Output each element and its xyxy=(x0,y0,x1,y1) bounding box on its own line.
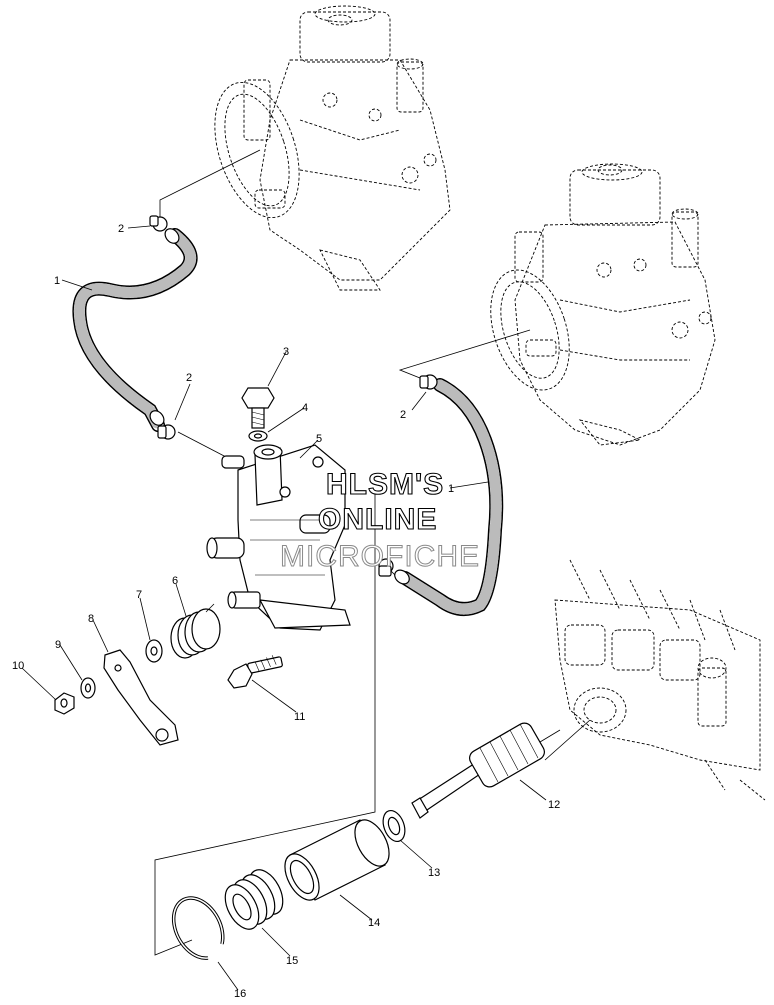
callout-nut-10: 10 xyxy=(12,660,24,672)
engine-case xyxy=(554,559,766,801)
callout-bolt-11: 11 xyxy=(294,711,305,723)
callout-washer-9: 9 xyxy=(55,639,61,651)
washer-9 xyxy=(80,677,96,699)
clamp-mid-left xyxy=(157,424,176,440)
watermark-line-2: ONLINE xyxy=(318,503,437,536)
callout-clamp-mid-left: 2 xyxy=(186,372,192,384)
nut-10 xyxy=(54,692,75,715)
gear-shaft-12 xyxy=(411,722,561,819)
callout-clamp-top-left: 2 xyxy=(118,223,124,235)
spring-15 xyxy=(224,869,284,930)
clamp-top-left xyxy=(149,215,168,232)
callout-pump-body: 5 xyxy=(316,433,322,445)
callout-leaders xyxy=(21,225,547,991)
callout-snap-ring-16: 16 xyxy=(234,988,246,1000)
snap-ring-16 xyxy=(171,896,225,960)
lever-8 xyxy=(103,649,179,746)
hose-right xyxy=(394,378,504,616)
callout-sleeve-14: 14 xyxy=(368,917,380,929)
carburetor-right xyxy=(490,163,716,446)
oil-pump-body xyxy=(206,444,351,631)
callout-washer-4: 4 xyxy=(302,402,308,414)
sleeve-14 xyxy=(284,819,390,901)
clamp-right xyxy=(419,374,438,390)
spring-6 xyxy=(170,603,221,659)
carburetor-top xyxy=(214,5,451,291)
watermark-line-1: HLSM'S xyxy=(326,468,444,501)
callout-banjo-bolt: 3 xyxy=(283,346,289,358)
callout-lever-8: 8 xyxy=(88,613,94,625)
callout-washer-13: 13 xyxy=(428,867,440,879)
washer-4 xyxy=(248,430,268,442)
washer-7 xyxy=(145,639,163,663)
callout-hose-right: 1 xyxy=(448,483,454,495)
callout-hose-left: 1 xyxy=(54,275,60,287)
watermark-line-3: MICROFICHE xyxy=(280,540,480,573)
washer-13 xyxy=(382,809,406,843)
callout-spring-15: 15 xyxy=(286,955,298,967)
callout-labels: 1 2 2 3 4 5 2 1 6 7 8 9 10 11 12 13 14 1… xyxy=(12,223,560,1000)
callout-gear-shaft-12: 12 xyxy=(548,799,560,811)
bolt-11 xyxy=(227,655,283,689)
watermark: HLSM'S ONLINE MICROFICHE xyxy=(280,467,480,573)
clamp-lower-right xyxy=(378,558,394,577)
callout-spring-6: 6 xyxy=(172,575,178,587)
callout-clamp-right: 2 xyxy=(400,409,406,421)
hose-left xyxy=(72,228,198,432)
banjo-bolt xyxy=(241,387,275,429)
callout-washer-7: 7 xyxy=(136,589,142,601)
